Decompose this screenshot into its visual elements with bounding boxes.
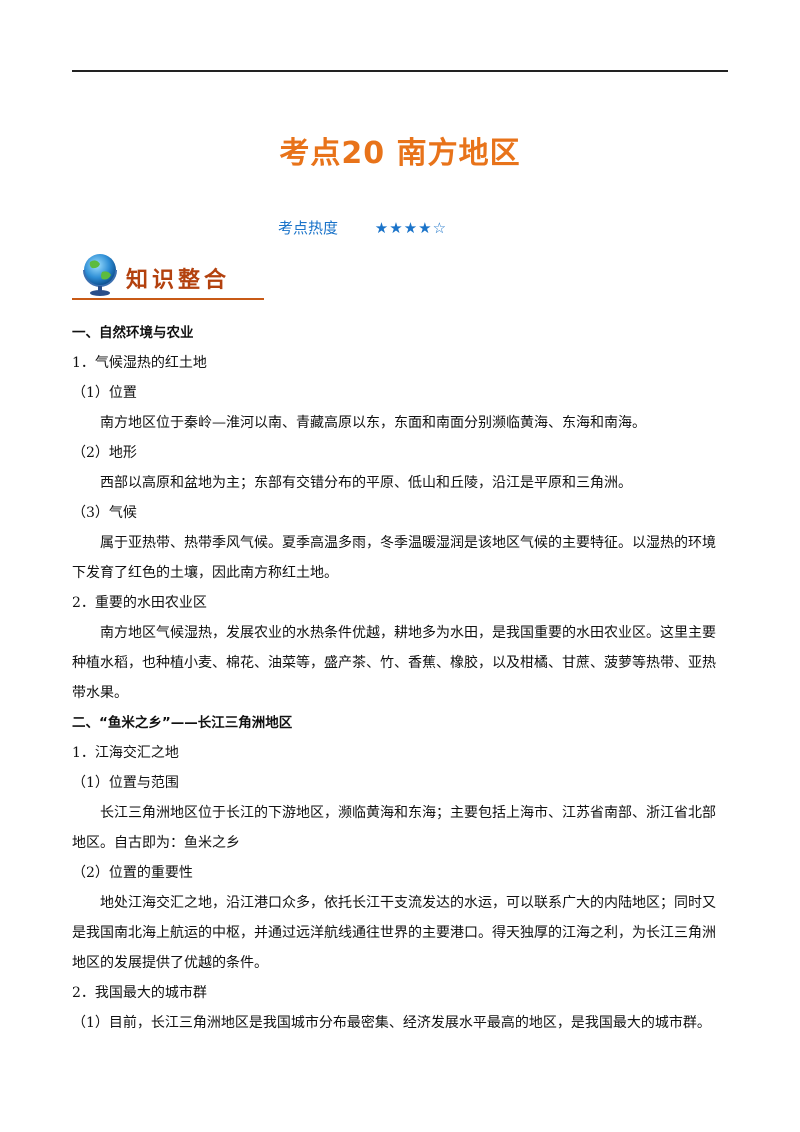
content-body: 一、自然环境与农业 1．气候湿热的红土地 （1）位置南方地区位于秦岭—淮河以南、青藏… bbox=[72, 318, 728, 1038]
paragraph: 南方地区位于秦岭—淮河以南、青藏高原以东，东面和南面分别濒临黄海、东海和南海。 bbox=[100, 415, 646, 431]
paragraph: （1）位置 bbox=[72, 385, 137, 401]
section-heading: 二、“鱼米之乡”——长江三角洲地区 bbox=[72, 715, 293, 731]
paragraph: 长江三角洲地区位于长江的下游地区，濒临黄海和东海；主要包括上海市、江苏省南部、浙… bbox=[72, 805, 716, 851]
paragraph: 属于亚热带、热带季风气候。夏季高温多雨，冬季温暖湿润是该地区气候的主要特征。以湿… bbox=[72, 535, 716, 581]
paragraph: 西部以高原和盆地为主；东部有交错分布的平原、低山和丘陵，沿江是平原和三角洲。 bbox=[100, 475, 632, 491]
heat-rating: 考点热度 ★★★★☆ bbox=[278, 217, 447, 238]
paragraph: 2．重要的水田农业区 bbox=[72, 595, 207, 611]
banner-underline bbox=[72, 298, 264, 300]
banner-text: 知识整合 bbox=[126, 268, 231, 293]
paragraph: 1．气候湿热的红土地 bbox=[72, 355, 207, 371]
paragraph: （2）位置的重要性 bbox=[72, 865, 193, 881]
heat-stars: ★★★★☆ bbox=[374, 219, 448, 237]
paragraph: （1）位置与范围 bbox=[72, 775, 179, 791]
paragraph: （2）地形 bbox=[72, 445, 137, 461]
section-heading: 一、自然环境与农业 bbox=[72, 325, 194, 341]
heat-label: 考点热度 bbox=[278, 219, 339, 237]
paragraph: 1．江海交汇之地 bbox=[72, 745, 179, 761]
paragraph: 地处江海交汇之地，沿江港口众多，依托长江干支流发达的水运，可以联系广大的内陆地区… bbox=[72, 895, 716, 971]
top-rule bbox=[72, 70, 728, 72]
paragraph: 南方地区气候湿热，发展农业的水热条件优越，耕地多为水田，是我国重要的水田农业区。… bbox=[72, 625, 716, 701]
globe-icon bbox=[83, 254, 117, 296]
paragraph: （3）气候 bbox=[72, 505, 137, 521]
page-title: 考点20 南方地区 bbox=[279, 136, 521, 171]
paragraph: 2．我国最大的城市群 bbox=[72, 985, 207, 1001]
section-banner: 知识整合 bbox=[72, 250, 268, 306]
paragraph: （1）目前，长江三角洲地区是我国城市分布最密集、经济发展水平最高的地区，是我国最… bbox=[72, 1015, 711, 1031]
